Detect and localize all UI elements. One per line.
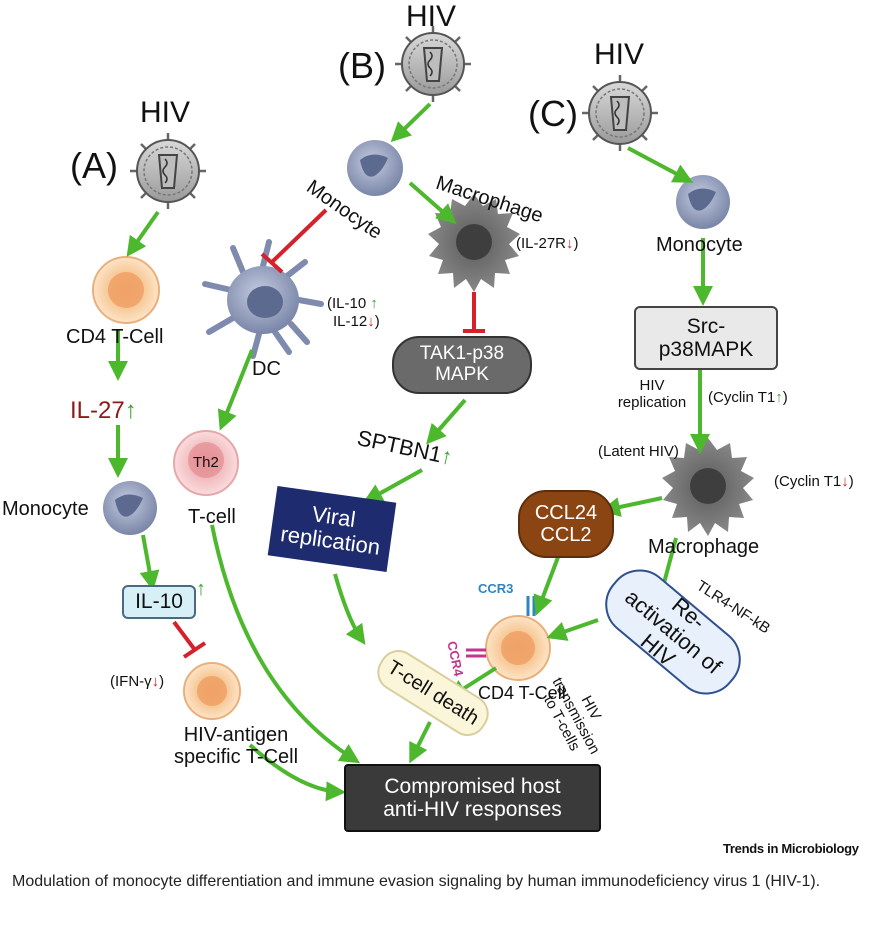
il10-b-label: (IL-10 ↑ xyxy=(327,295,378,312)
latent-hiv-label: (Latent HIV) xyxy=(598,443,679,460)
hiv-label-a: HIV xyxy=(140,96,191,129)
figure-caption: Modulation of monocyte differentiation a… xyxy=(12,873,821,890)
monocyte-a xyxy=(103,481,157,535)
il10-up-arrow-icon: ↑ xyxy=(196,578,206,600)
th2-label: Th2 xyxy=(193,454,219,471)
hiv-virion-c xyxy=(582,75,658,151)
hiv-replication-label: HIV replication xyxy=(617,377,687,411)
hiv-label-b: HIV xyxy=(406,0,457,33)
cd4-tcell-a-label: CD4 T-Cell xyxy=(66,326,164,348)
up-arrow-icon: ↑ xyxy=(775,389,783,406)
activation-arrows xyxy=(108,102,713,802)
monocyte-b xyxy=(347,140,403,196)
hiv-label-c: HIV xyxy=(594,38,645,71)
il10-box: IL-10 xyxy=(122,585,196,619)
down-arrow-icon: ↓ xyxy=(841,473,849,490)
compromised-responses-box: Compromised host anti-HIV responses xyxy=(344,764,601,832)
tak1-p38-box: TAK1-p38 MAPK xyxy=(392,336,532,394)
cyclin-up-label: (Cyclin T1↑) xyxy=(708,389,788,406)
macrophage-c xyxy=(662,438,754,536)
down-arrow-icon: ↓ xyxy=(367,313,375,330)
diagram-graphics xyxy=(92,26,754,802)
down-arrow-icon: ↓ xyxy=(566,235,574,252)
down-arrow-icon: ↓ xyxy=(151,673,160,690)
monocyte-c-label: Monocyte xyxy=(656,234,743,256)
panel-c-letter: (C) xyxy=(528,93,578,134)
hiv-antigen-tcell-label: HIV-antigen specific T-Cell xyxy=(173,724,299,768)
il12-label: IL-12↓) xyxy=(333,313,380,330)
src-p38mapk-box: Src- p38MAPK xyxy=(634,306,778,370)
dendritic-cell xyxy=(202,239,324,359)
inhibition-lines xyxy=(172,208,485,659)
ccr3-label: CCR3 xyxy=(478,581,514,596)
hiv-monocyte-diagram: HIV HIV HIV (A) (B) (C) CD4 T-Cell IL-27… xyxy=(2,0,854,832)
monocyte-c xyxy=(676,175,730,229)
hiv-virion-a xyxy=(130,133,206,209)
journal-label: Trends in Microbiology xyxy=(723,841,859,856)
tcell-b-label: T-cell xyxy=(188,506,236,528)
hiv-virion-b xyxy=(395,26,471,102)
cd4-tcell-c-label: CD4 T-Cell xyxy=(478,683,566,703)
panel-a-letter: (A) xyxy=(70,145,118,186)
up-arrow-icon: ↑ xyxy=(370,295,378,312)
up-arrow-icon: ↑ xyxy=(124,397,137,424)
panel-b-letter: (B) xyxy=(338,45,386,86)
il27r-label: (IL-27R↓) xyxy=(516,235,579,252)
macrophage-c-label: Macrophage xyxy=(648,536,760,558)
cd4-tcell-c xyxy=(466,596,551,681)
hiv-antigen-tcell xyxy=(183,662,241,720)
ifn-gamma-label: (IFN-γ↓) xyxy=(110,673,165,690)
th2-cell xyxy=(173,430,239,496)
cyclin-down-label: (Cyclin T1↓) xyxy=(774,473,854,490)
dc-label: DC xyxy=(252,358,281,380)
il27-label: IL-27↑ xyxy=(70,397,137,424)
ccl24-ccl2-box: CCL24 CCL2 xyxy=(518,490,614,558)
cd4-tcell-a xyxy=(92,256,160,324)
monocyte-a-label: Monocyte xyxy=(2,498,89,520)
